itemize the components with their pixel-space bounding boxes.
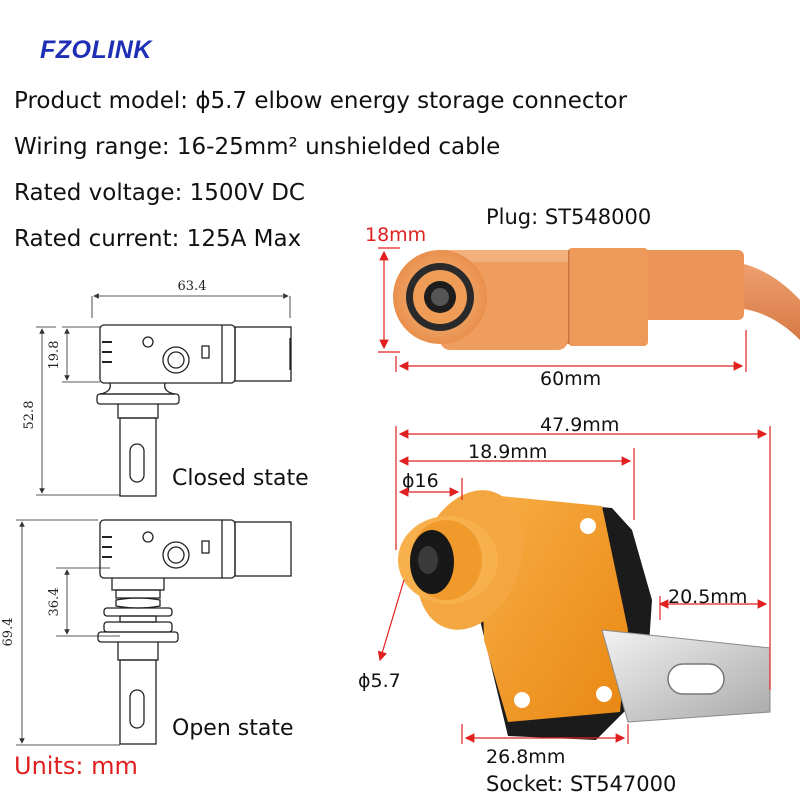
socket-title: Socket: ST547000 bbox=[486, 772, 677, 796]
socket-diameter-dim: ϕ16 bbox=[402, 470, 439, 492]
dim-open-height-label: 69.4 bbox=[1, 618, 16, 647]
units-note: Units: mm bbox=[14, 752, 138, 780]
spec-wiring: Wiring range: 16-25mm² unshielded cable bbox=[14, 134, 501, 160]
spec-model: Product model: ϕ5.7 elbow energy storage… bbox=[14, 88, 628, 114]
dim-head-height-label: 19.8 bbox=[47, 341, 62, 370]
spec-current: Rated current: 125A Max bbox=[14, 226, 302, 252]
plug-title: Plug: ST548000 bbox=[486, 205, 652, 229]
brand-logo: FZOLINK bbox=[40, 36, 152, 64]
plug-length-dim: 60mm bbox=[540, 368, 602, 390]
dim-open-upper-label: 36.4 bbox=[47, 588, 62, 617]
plug-dimension-lines bbox=[378, 247, 747, 372]
spec-voltage: Rated voltage: 1500V DC bbox=[14, 180, 305, 206]
plug-height-dim: 18mm bbox=[365, 224, 427, 246]
plug-illustration bbox=[393, 248, 800, 350]
socket-base-dim: 26.8mm bbox=[486, 746, 566, 768]
socket-pin-dim: ϕ5.7 bbox=[358, 670, 401, 692]
open-state-label: Open state bbox=[172, 716, 294, 741]
closed-state-label: Closed state bbox=[172, 466, 309, 491]
dim-width-label: 63.4 bbox=[178, 279, 207, 294]
socket-illustration bbox=[398, 490, 771, 740]
dim-closed-height-label: 52.8 bbox=[22, 401, 37, 430]
open-state-drawing bbox=[16, 519, 292, 746]
closed-state-drawing bbox=[36, 293, 292, 497]
socket-dimension-lines bbox=[377, 426, 771, 744]
